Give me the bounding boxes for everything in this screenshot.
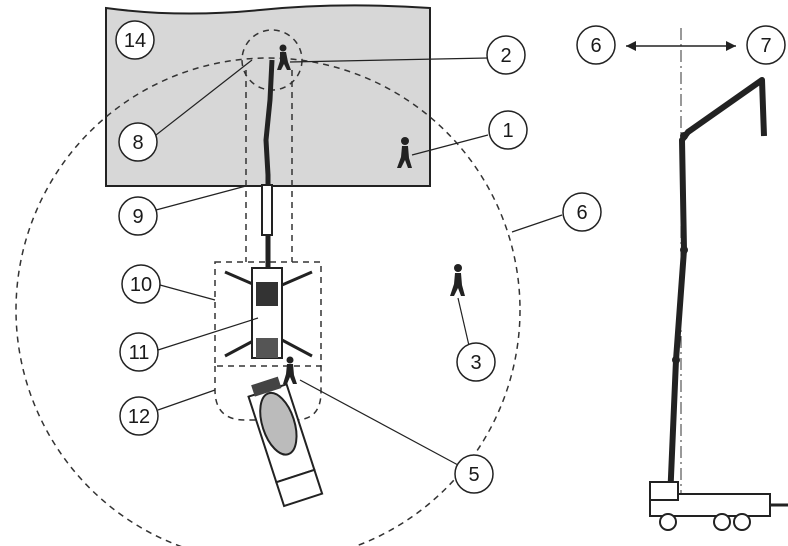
svg-text:10: 10 <box>130 274 152 296</box>
outriggers <box>224 270 313 358</box>
pump-truck-side-view <box>626 28 788 531</box>
turret <box>256 282 278 306</box>
callout-14: 14 <box>115 20 155 60</box>
svg-text:2: 2 <box>500 45 511 67</box>
svg-text:8: 8 <box>132 132 143 154</box>
mixer-truck <box>247 376 324 508</box>
svg-text:3: 3 <box>470 352 481 374</box>
callout-1: 1 <box>488 110 528 150</box>
person-1-icon <box>397 137 412 168</box>
svg-text:6: 6 <box>576 202 587 224</box>
svg-text:12: 12 <box>128 406 150 428</box>
callout-8: 8 <box>118 122 158 162</box>
callout-7: 7 <box>746 25 786 65</box>
person-5-icon <box>283 356 297 384</box>
callout-5: 5 <box>454 454 494 494</box>
callout-6-side: 6 <box>576 25 616 65</box>
side-truck-cab <box>649 481 679 501</box>
rear-block <box>256 338 278 358</box>
callout-6-zone: 6 <box>562 192 602 232</box>
svg-text:1: 1 <box>502 120 513 142</box>
callout-3: 3 <box>456 342 496 382</box>
leader-lines <box>155 57 563 466</box>
svg-text:11: 11 <box>129 342 150 364</box>
outrigger-zone <box>214 261 322 367</box>
danger-zone-circle <box>15 57 521 546</box>
svg-text:14: 14 <box>124 30 146 52</box>
boom-corridor <box>245 70 293 262</box>
svg-text:6: 6 <box>590 35 601 57</box>
discharge-zone <box>214 366 322 421</box>
svg-text:7: 7 <box>760 35 771 57</box>
callout-9: 9 <box>118 196 158 236</box>
person-3-icon <box>450 264 465 296</box>
svg-text:9: 9 <box>132 206 143 228</box>
callout-2: 2 <box>486 35 526 75</box>
boom-segment <box>261 184 273 236</box>
callout-12: 12 <box>119 396 159 436</box>
callout-11: 11 <box>119 332 159 372</box>
person-2-icon <box>277 44 291 70</box>
callout-10: 10 <box>121 264 161 304</box>
svg-text:5: 5 <box>468 464 479 486</box>
